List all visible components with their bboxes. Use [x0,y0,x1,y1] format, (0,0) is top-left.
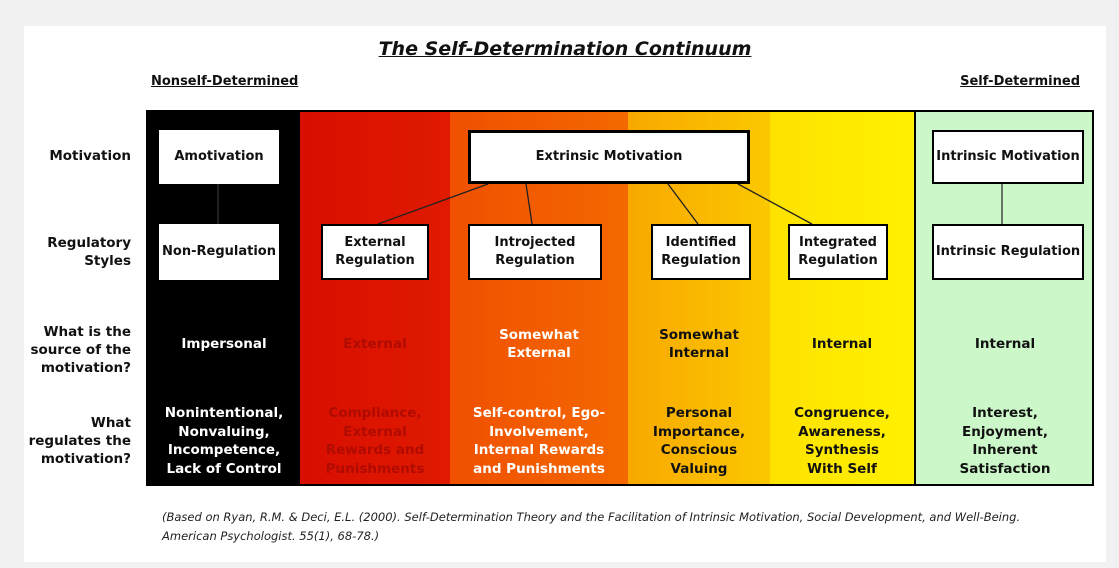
intrinsic-motivation-box: Intrinsic Motivation [932,130,1084,184]
source-intrinsic: Internal [974,335,1036,352]
intrinsic-regulation-box: Intrinsic Regulation [932,224,1084,280]
band-integrated [770,112,914,484]
connector-lines [217,182,1003,225]
row-label-motivation: Motivation [49,148,131,164]
source-integrated: Internal [811,335,873,352]
citation: (Based on Ryan, R.M. & Deci, E.L. (2000)… [162,510,1021,543]
regulates-introjected: Self-control, Ego-Involvement,Internal R… [472,405,606,477]
left-end-label: Nonself-Determined [151,74,299,89]
source-amotivation: Impersonal [181,335,267,352]
non-regulation-box: Non-Regulation [159,224,279,280]
diagram-panel: The Self-Determination Continuum Nonself… [24,26,1106,562]
diagram-title: The Self-Determination Continuum [378,38,752,60]
extrinsic-motivation-box: Extrinsic Motivation [468,130,750,184]
band-external [300,112,450,484]
continuum-frame: Amotivation Extrinsic Motivation Intrins… [146,110,1094,486]
regulates-amotivation: Nonintentional,Nonvaluing,Incompetence,L… [164,405,284,477]
right-end-label: Self-Determined [960,74,1080,89]
amotivation-box: Amotivation [159,130,279,184]
source-external: External [343,335,407,352]
